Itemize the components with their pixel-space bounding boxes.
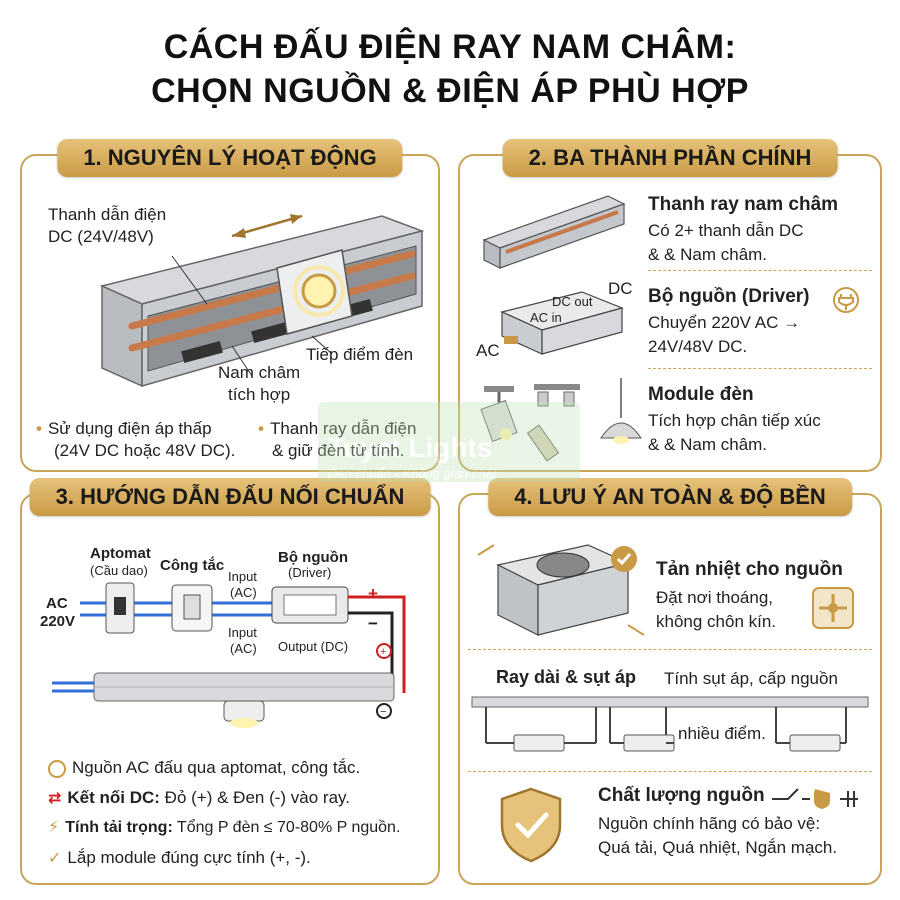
svg-text:−: − (380, 706, 386, 718)
bullet-rail-conducts: Thanh ray dẫn điện (258, 418, 417, 439)
driver-icon (500, 291, 624, 355)
module-desc-2: & & Nam châm. (648, 435, 768, 454)
driver-ac-in-label: AC in (530, 310, 562, 325)
page-title-line-2: CHỌN NGUỒN & ĐIỆN ÁP PHÙ HỢP (151, 72, 749, 110)
copper-conductor (128, 250, 416, 330)
note-load: ⚡ Tính tải trọng: Tổng P đèn ≤ 70-80% P n… (48, 817, 400, 838)
panel-main-components: 2. BA THÀNH PHẦN CHÍNH DC out AC in DC A… (458, 139, 882, 472)
note-dc-connection: ⇄ Kết nối DC: Đỏ (+) & Đen (-) vào ray. (48, 787, 350, 808)
magnet-strip (181, 341, 223, 363)
aptomat-sub-label: (Cầu dao) (90, 563, 148, 578)
panel-3-title: 3. HƯỚNG DẪN ĐẤU NỐI CHUẨN (29, 478, 431, 516)
divider (648, 270, 872, 271)
circuit-protection-icon (772, 788, 858, 809)
brand-watermark: Tuyet Lights Đèn chuẩn - Không gian chất (318, 392, 580, 492)
label-magnet-integrated: tích hợp (228, 385, 291, 404)
watermark-brand: Tuyet Lights (328, 432, 493, 463)
driver-title: Bộ nguồn (Driver) (648, 286, 810, 307)
bullet-low-voltage-line2: (24V DC hoặc 48V DC). (54, 441, 236, 460)
module-title: Module đèn (648, 384, 754, 405)
lightning-icon: ⚡ (48, 819, 60, 836)
panel-safety-durability: 4. LƯU Ý AN TOÀN & ĐỘ BỀN Tản nhiệt cho … (458, 478, 882, 885)
quality-desc-2: Quá tải, Quá nhiệt, Ngắn mạch. (598, 838, 838, 857)
panel-2-title: 2. BA THÀNH PHẦN CHÍNH (502, 139, 838, 177)
label-dc: DC (608, 279, 633, 298)
aptomat-label: Aptomat (90, 545, 151, 562)
cooling-desc-2: không chôn kín. (656, 612, 777, 631)
label-conductor-voltage: DC (24V/48V) (48, 227, 154, 246)
quality-desc-1: Nguồn chính hãng có bảo vệ: (598, 814, 821, 833)
output-dc-label: Output (DC) (278, 639, 349, 654)
label-light-contact: Tiếp điểm đèn (306, 345, 414, 364)
wiring-diagram: + − (52, 582, 406, 728)
input-ac-sub-label-2: (AC) (230, 641, 257, 656)
fan-icon (812, 587, 854, 629)
label-magnet: Nam châm (218, 363, 301, 382)
note-polarity: ✓ Lắp module đúng cực tính (+, -). (48, 847, 311, 868)
shield-check-icon (500, 787, 562, 863)
ac-label: AC (46, 595, 68, 612)
label-conductor: Thanh dẫn điện (48, 205, 167, 224)
quality-title: Chất lượng nguồn (598, 785, 765, 806)
note-dc-connection-label: Kết nối DC: (67, 788, 160, 807)
light-lens (301, 273, 337, 309)
module-desc-1: Tích hợp chân tiếp xúc (648, 411, 821, 430)
copper-conductor (128, 272, 416, 352)
driver-desc-1: Chuyển 220V AC → (648, 313, 801, 332)
multi-feed-diagram (471, 696, 869, 752)
input-ac-sub-label-1: (AC) (230, 585, 257, 600)
rail-desc-2: & & Nam châm. (648, 245, 768, 264)
magnet-strip (251, 321, 293, 343)
power-plug-icon (833, 287, 859, 313)
note-load-label: Tính tải trọng: (65, 819, 173, 836)
svg-text:+: + (380, 646, 386, 658)
divider (468, 649, 872, 650)
note-ac-source: Nguồn AC đấu qua aptomat, công tắc. (48, 757, 360, 778)
voltage-drop-title: Ray dài & sụt áp (496, 667, 637, 687)
lamp-modules-icon (480, 378, 642, 462)
page-title-line-1: CÁCH ĐẤU ĐIỆN RAY NAM CHÂM: (163, 28, 737, 66)
panel-wiring-guide: 3. HƯỚNG DẪN ĐẤU NỐI CHUẨN + − Aptomat (… (20, 478, 440, 885)
panel-1-title: 1. NGUYÊN LÝ HOẠT ĐỘNG (57, 139, 403, 177)
panel-4-title: 4. LƯU Ý AN TOÀN & ĐỘ BỀN (488, 478, 852, 516)
driver-sub-label: (Driver) (288, 565, 332, 580)
driver-label: Bộ nguồn (278, 549, 348, 566)
note-ac-source-text: Nguồn AC đấu qua aptomat, công tắc. (72, 758, 361, 777)
ac-voltage-label: 220V (40, 613, 76, 630)
cooling-title: Tản nhiệt cho nguồn (656, 559, 843, 580)
rail-icon (482, 195, 626, 269)
plug-icon (48, 759, 66, 778)
rail-title: Thanh ray nam châm (648, 194, 839, 215)
check-icon: ✓ (48, 850, 62, 867)
bullet-low-voltage: Sử dụng điện áp thấp (36, 418, 212, 439)
bullet-low-voltage-text: Sử dụng điện áp thấp (47, 419, 212, 438)
polarity-arrows-icon: ⇄ (48, 790, 62, 807)
voltage-drop-desc-1: Tính sụt áp, cấp nguồn (664, 669, 838, 688)
input-ac-label-1: Input (228, 569, 257, 584)
divider (648, 368, 872, 369)
driver-desc-2: 24V/48V DC. (648, 337, 748, 356)
note-dc-connection-text: Đỏ (+) & Đen (-) vào ray. (159, 788, 350, 807)
note-load-text: Tổng P đèn ≤ 70-80% P nguồn. (172, 819, 401, 836)
plus-label: + (368, 584, 378, 603)
cooling-desc-1: Đặt nơi thoáng, (656, 588, 773, 607)
label-ac: AC (476, 341, 500, 360)
magnetic-rail-illustration (99, 214, 425, 388)
panel-operating-principle: 1. NGUYÊN LÝ HOẠT ĐỘNG Thanh dẫn điện DC… (20, 139, 440, 472)
check-badge-icon (611, 546, 637, 572)
watermark-tagline: Đèn chuẩn - Không gian chất (328, 466, 497, 481)
power-supply-icon (477, 544, 645, 636)
switch-label: Công tắc (160, 557, 225, 574)
driver-dc-out-label: DC out (552, 294, 593, 309)
divider (468, 771, 872, 772)
input-ac-label-2: Input (228, 625, 257, 640)
bullet-rail-conducts-line2: & giữ đèn từ tính. (272, 441, 404, 460)
minus-label: − (368, 614, 378, 633)
bullet-rail-conducts-text: Thanh ray dẫn điện (269, 419, 417, 438)
rail-desc-1: Có 2+ thanh dẫn DC (648, 221, 804, 240)
note-polarity-text: Lắp module đúng cực tính (+, -). (67, 848, 311, 867)
voltage-drop-desc-2: nhiều điểm. (678, 724, 766, 743)
